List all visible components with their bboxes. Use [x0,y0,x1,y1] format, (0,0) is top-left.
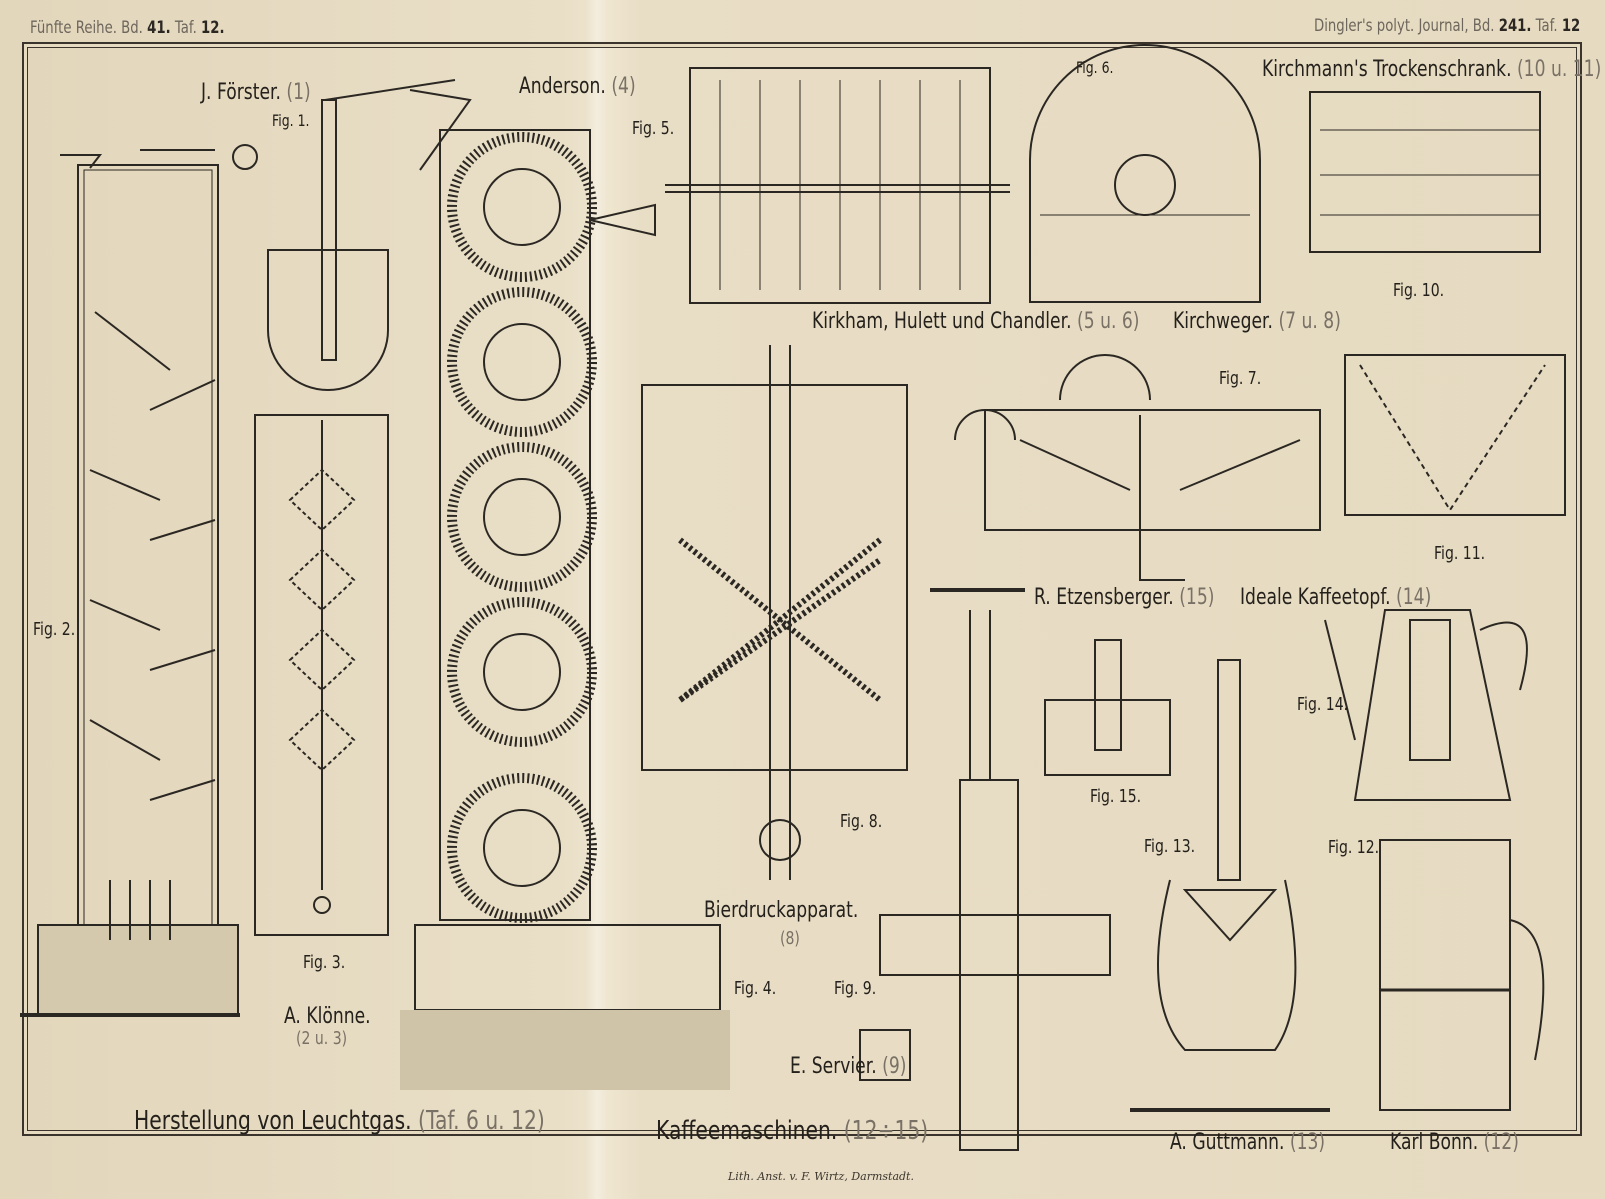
fig4-anderson-column-drawing [400,129,730,1090]
title-bierdruck: Bierdruckapparat. [704,898,859,923]
fig8-bierdruck-drawing [641,345,908,880]
fig14-kaffeetopf-drawing [1324,609,1528,801]
title-bonn: Karl Bonn. (12) [1390,1130,1519,1155]
fig14-label: Fig. 14. [1297,694,1349,715]
fig15-label: Fig. 15. [1090,786,1142,807]
volume-number: 41. [147,18,171,38]
fig3-label: Fig. 3. [303,952,346,973]
series-label: Fünfte Reihe. Bd. [30,18,143,38]
fig11-label: Fig. 11. [1434,543,1486,564]
plate-frame [22,42,1582,1136]
taf-label: Taf. [1535,16,1558,36]
title-guttmann: A. Guttmann. (13) [1170,1130,1326,1155]
fig11-drawing [1344,354,1566,516]
title-kaffeemaschinen: Kaffeemaschinen. (12÷15) [656,1116,929,1146]
fig12-label: Fig. 12. [1328,837,1380,858]
fig13-guttmann-drawing [1130,659,1330,1112]
title-leuchtgas: Herstellung von Leuchtgas. (Taf. 6 u. 12… [134,1106,545,1136]
title-servier: E. Servier. (9) [790,1054,907,1079]
fig6-kirchweger-drawing [1029,44,1261,303]
fig7-etzensberger-drawing [954,354,1321,581]
title-kirchmann: Kirchmann's Trockenschrank. (10 u. 11) [1262,57,1602,82]
plate-header-left: Fünfte Reihe. Bd. 41. Taf. 12. [30,18,225,38]
fig10-trockenschrank-drawing [1309,91,1541,253]
title-kirchweger: Kirchweger. (7 u. 8) [1173,309,1341,334]
fig10-label: Fig. 10. [1393,280,1445,301]
fig6-label: Fig. 6. [1076,58,1114,77]
fig1-label: Fig. 1. [272,111,310,130]
fig7-label: Fig. 7. [1219,368,1262,389]
plate-header-right: Dingler's polyt. Journal, Bd. 241. Taf. … [1314,16,1580,36]
volume-number: 241. [1498,16,1532,36]
title-foerster: J. Förster. (1) [201,80,311,105]
ref-kloenne: (2 u. 3) [296,1028,348,1049]
lithographer-credit: Lith. Anst. v. F. Wirtz, Darmstadt. [728,1170,914,1183]
fig9-label: Fig. 9. [834,978,877,999]
fig3-kloenne-drawing [254,414,389,936]
fig1-apparatus-drawing [267,79,472,391]
fig15-drawing [1044,639,1171,776]
fig2-gas-column-drawing [20,144,258,1017]
taf-label: Taf. [174,18,197,38]
title-kaffeetopf: Ideale Kaffeetopf. (14) [1240,585,1432,610]
fig12-bonn-drawing [1379,839,1545,1111]
fig8-label: Fig. 8. [840,811,883,832]
fig4-label: Fig. 4. [734,978,777,999]
fig9-servier-drawing [859,588,1111,1151]
center-fold [586,0,608,1199]
journal-label: Dingler's polyt. Journal, Bd. [1314,16,1495,36]
title-kloenne: A. Klönne. [284,1004,371,1029]
fig2-label: Fig. 2. [33,619,76,640]
title-etzensberger: R. Etzensberger. (15) [1034,585,1215,610]
fig5-kirkham-drawing [665,67,1010,304]
title-kirkham: Kirkham, Hulett und Chandler. (5 u. 6) [812,309,1140,334]
taf-number: 12 [1561,16,1581,36]
taf-number: 12. [201,18,225,38]
title-anderson: Anderson. (4) [519,74,636,99]
fig13-label: Fig. 13. [1144,836,1196,857]
ref-bierdruck: (8) [780,928,800,949]
fig5-label: Fig. 5. [632,118,675,139]
